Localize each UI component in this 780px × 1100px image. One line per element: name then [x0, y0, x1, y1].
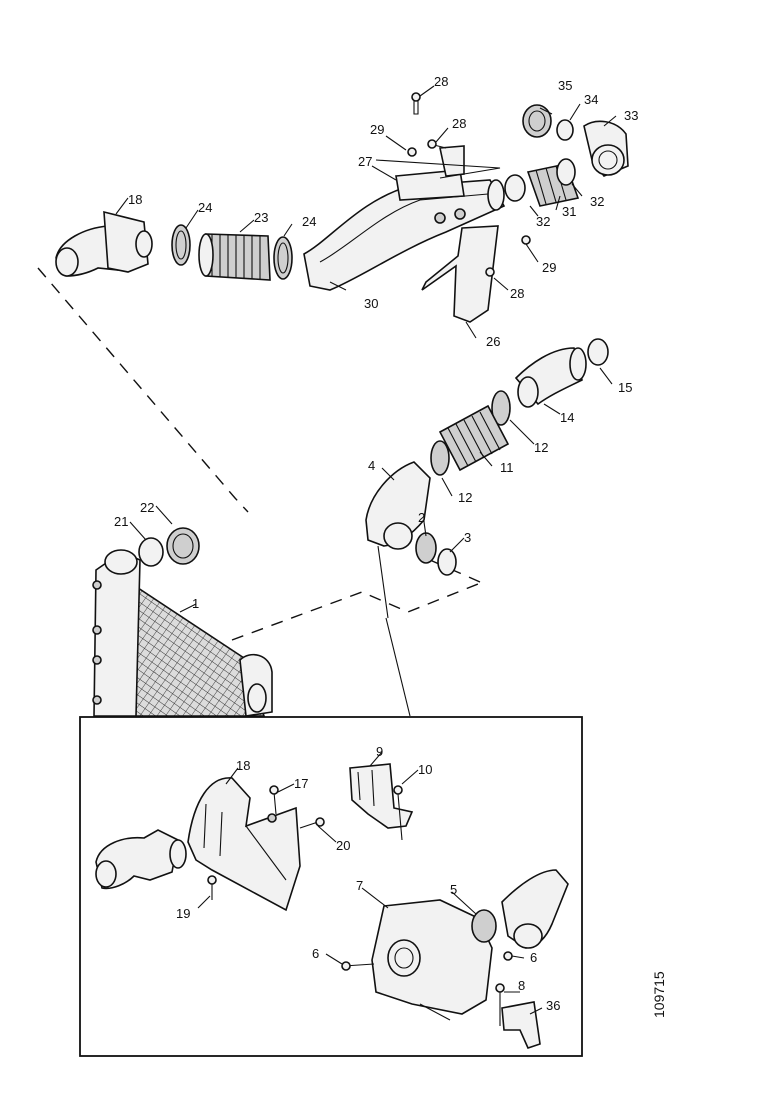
guide-line [377, 545, 411, 717]
ring-3 [437, 548, 457, 576]
label-21: 21 [114, 514, 128, 529]
label-24-right: 24 [302, 214, 316, 229]
bolt-17 [273, 791, 277, 815]
ring-15 [587, 338, 609, 366]
label-5: 5 [450, 882, 457, 897]
bolt-10 [393, 785, 403, 795]
middle-hose-assembly [365, 338, 609, 717]
label-29-top: 29 [370, 122, 384, 137]
label-24-left: 24 [198, 200, 212, 215]
washer-29-top [407, 147, 417, 157]
label-36: 36 [546, 998, 560, 1013]
label-6-right: 6 [530, 950, 537, 965]
label-19: 19 [176, 906, 190, 921]
clamp-2 [415, 532, 437, 564]
label-28-lower: 28 [510, 286, 524, 301]
bracket-26 [421, 225, 499, 323]
detail-inset-frame [79, 716, 583, 1057]
label-7: 7 [356, 878, 363, 893]
label-15: 15 [618, 380, 632, 395]
label-23: 23 [254, 210, 268, 225]
bolt-20 [299, 821, 319, 829]
label-22: 22 [140, 500, 154, 515]
inset-bracket-18 [187, 777, 301, 912]
label-26: 26 [486, 334, 500, 349]
clamp-12-right [491, 390, 511, 426]
charge-air-pipe-30 [303, 179, 506, 291]
inset-detail-parts [95, 763, 569, 1049]
upper-charge-air-pipe-assembly [55, 92, 629, 323]
bolt-28-lower [485, 267, 495, 277]
hose-clamp-24-right [273, 236, 293, 280]
bracket-9 [349, 763, 414, 829]
label-33: 33 [624, 108, 638, 123]
label-28-top: 28 [434, 74, 448, 89]
label-18-inset: 18 [236, 758, 250, 773]
label-32-right: 32 [590, 194, 604, 209]
label-27: 27 [358, 154, 372, 169]
label-28-mid: 28 [452, 116, 466, 131]
label-34: 34 [584, 92, 598, 107]
ring-32-right [556, 158, 576, 186]
label-12-upper: 12 [534, 440, 548, 455]
label-31: 31 [562, 204, 576, 219]
label-35: 35 [558, 78, 572, 93]
hose-clamp-24-left [171, 224, 191, 266]
housing-7 [371, 899, 493, 1015]
clamp-22 [166, 527, 200, 565]
label-20: 20 [336, 838, 350, 853]
label-18-top: 18 [128, 192, 142, 207]
ring-5 [471, 909, 497, 943]
callout-labels: 1 2 3 4 5 6 6 7 8 9 10 11 12 12 14 15 17… [114, 74, 638, 1013]
label-17: 17 [294, 776, 308, 791]
label-9: 9 [376, 744, 383, 759]
bolt-6-right [503, 951, 513, 961]
label-2: 2 [418, 510, 425, 525]
label-14: 14 [560, 410, 574, 425]
intercooler-assembly [92, 527, 273, 717]
clamp-12-left [430, 440, 450, 476]
ring-34 [556, 119, 574, 141]
label-10: 10 [418, 762, 432, 777]
label-30: 30 [364, 296, 378, 311]
label-12-lower: 12 [458, 490, 472, 505]
label-1: 1 [192, 596, 199, 611]
leader-lines [115, 85, 617, 1015]
ring-21 [138, 537, 164, 567]
bracket-27 [395, 169, 465, 201]
label-29-right: 29 [542, 260, 556, 275]
clamp-35 [522, 104, 552, 138]
ring-32-left [504, 174, 526, 202]
label-3: 3 [464, 530, 471, 545]
label-11: 11 [500, 460, 514, 475]
label-6-left: 6 [312, 946, 319, 961]
washer-29-right [521, 235, 531, 245]
label-32-left: 32 [536, 214, 550, 229]
label-4: 4 [368, 458, 375, 473]
bracket-36 [501, 1001, 541, 1049]
bolt-6-left [341, 961, 351, 971]
reference-number: 109715 [651, 971, 667, 1018]
label-8: 8 [518, 978, 525, 993]
